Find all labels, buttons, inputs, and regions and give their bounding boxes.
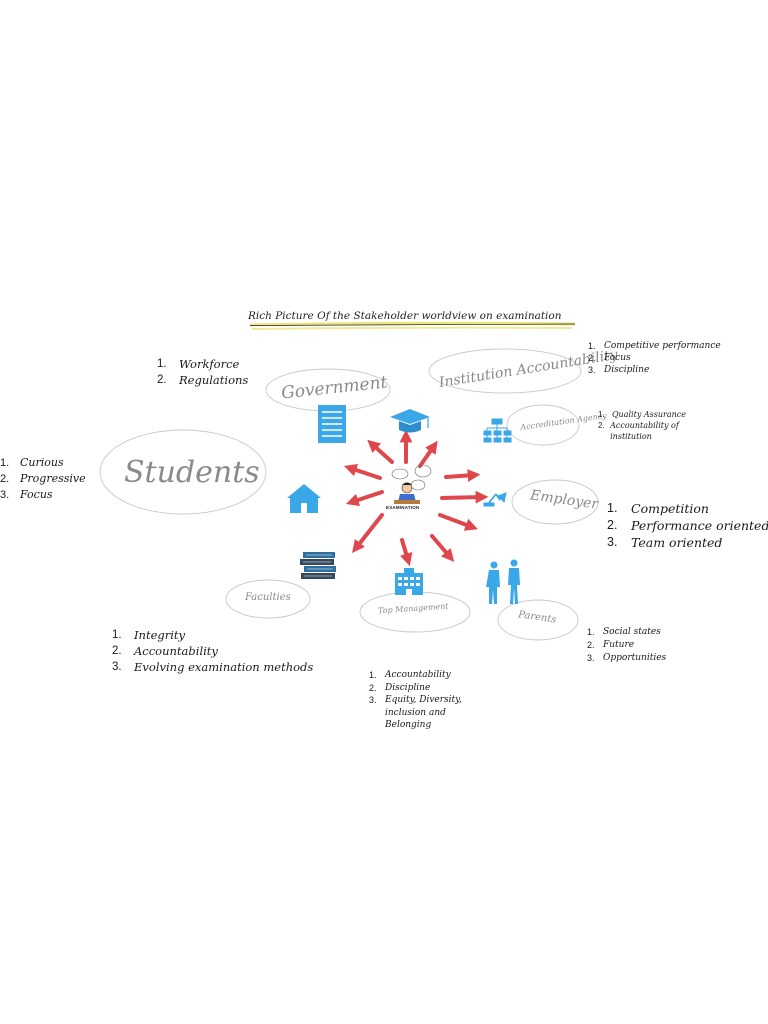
arrow-up-right <box>418 440 438 468</box>
graduation-cap-icon <box>390 409 430 433</box>
students-list: 1.Curious 2.Progressive 3.Focus <box>0 455 86 503</box>
list-item: 3.Discipline <box>588 365 650 375</box>
arrow-down <box>400 538 413 567</box>
center-label: EXAMINATION <box>386 505 420 510</box>
parents-bubble <box>497 599 579 641</box>
arrow-right <box>440 490 489 504</box>
people-icon <box>486 559 520 604</box>
arrows <box>343 429 489 567</box>
list-item: 3.Team oriented <box>607 535 723 550</box>
arrow-left <box>345 490 384 507</box>
government-list: 1.Workforce 2.Regulations <box>157 356 248 388</box>
house-icon <box>287 484 321 513</box>
building-icon <box>395 568 423 595</box>
node-label-faculties: Faculties <box>245 592 291 603</box>
list-item: 1.Workforce <box>157 357 240 371</box>
employer-list: 1.Competition 2.Performance oriented 3.T… <box>607 500 768 551</box>
arrow-right-up <box>444 469 481 482</box>
list-item: 2.Accountability of institution <box>598 421 679 441</box>
title-underline <box>249 321 576 330</box>
list-item: 1.Competitive performance <box>588 341 721 351</box>
list-item: 1.Curious <box>0 456 64 469</box>
arrow-down-left <box>352 513 384 554</box>
node-label-students: Students <box>124 455 260 490</box>
list-item: 3.Opportunities <box>587 653 667 663</box>
arrow-left-up <box>343 463 382 480</box>
list-item: 2.Accountability <box>112 644 218 658</box>
list-item: 2.Future <box>587 640 635 650</box>
arrow-right-down <box>438 513 478 531</box>
document-icon <box>318 405 346 443</box>
list-item: 2.Performance oriented <box>607 518 768 533</box>
list-item: 3.Evolving examination methods <box>112 660 314 674</box>
diagram-title: Rich Picture Of the Stakeholder worldvie… <box>248 310 562 322</box>
arrow-down-right <box>430 534 455 562</box>
books-icon <box>300 552 336 579</box>
list-item: 2.Progressive <box>0 472 86 485</box>
accreditation-list: 1.Quality Assurance 2.Accountability of … <box>598 409 708 442</box>
employer-bubble <box>511 479 599 525</box>
faculties-bubble <box>225 579 311 619</box>
list-item: 2.Focus <box>588 353 631 363</box>
accreditation-bubble <box>506 404 580 446</box>
list-item: 3.Focus <box>0 488 53 501</box>
list-item: 1.Quality Assurance <box>598 410 686 419</box>
institution-list: 1.Competitive performance 2.Focus 3.Disc… <box>588 340 721 376</box>
arrow-up-left <box>367 439 394 464</box>
institution-bubble <box>428 348 582 394</box>
list-item: 2.Discipline <box>369 682 431 693</box>
student-at-desk-icon <box>391 464 432 504</box>
list-item: 1.Integrity <box>112 628 186 642</box>
list-item: 1.Accountability <box>369 670 451 680</box>
list-item: 2.Regulations <box>157 373 249 387</box>
org-chart-icon <box>483 418 512 443</box>
list-item: 1.Competition <box>607 501 709 516</box>
list-item: 3.Equity, Diversity, inclusion and Belon… <box>369 695 462 730</box>
list-item: 1.Social states <box>587 627 661 637</box>
parents-list: 1.Social states 2.Future 3.Opportunities <box>587 626 666 665</box>
desk-lamp-icon <box>483 492 507 507</box>
students-bubble <box>99 429 267 515</box>
top-management-list: 1.Accountability 2.Discipline 3.Equity, … <box>369 669 479 732</box>
faculties-list: 1.Integrity 2.Accountability 3.Evolving … <box>112 627 313 675</box>
